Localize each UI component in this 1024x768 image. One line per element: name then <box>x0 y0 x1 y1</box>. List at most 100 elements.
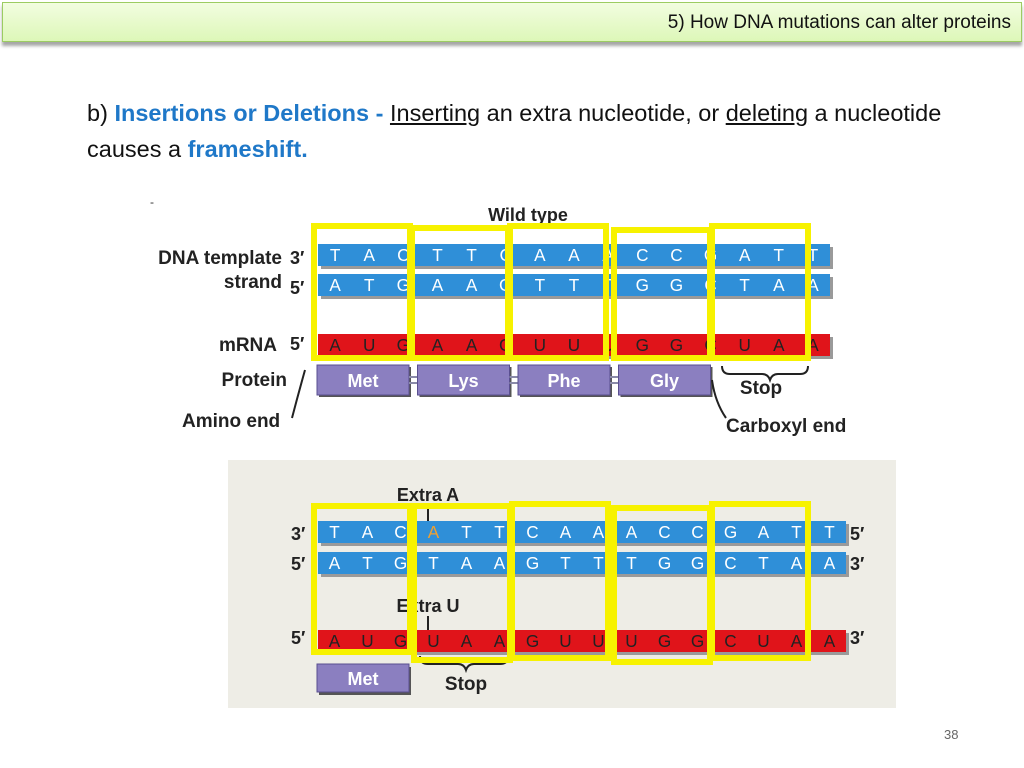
mut-mrna-base: U <box>592 631 604 651</box>
end-label: 3′ <box>290 248 304 268</box>
wt-coding-strand-base: A <box>773 275 785 295</box>
wt-coding-strand-base: T <box>569 275 580 295</box>
wt-mrna-bar <box>318 334 830 356</box>
end-label: 5′ <box>290 278 304 298</box>
codon-box <box>507 223 609 361</box>
mut-mrna-base: C <box>724 631 736 651</box>
header-bar: 5) How DNA mutations can alter proteins <box>2 2 1022 42</box>
amino-acid-label: Phe <box>547 371 580 391</box>
wt-mrna-base: A <box>329 335 341 355</box>
mut-coding-strand-base: C <box>724 553 736 573</box>
mut-coding-strand-base: T <box>758 553 769 573</box>
mut-coding-strand-base: T <box>428 553 439 573</box>
mut-coding-strand-base: T <box>593 553 604 573</box>
mut-mrna-base: A <box>461 631 473 651</box>
mut-mrna-base: U <box>625 631 637 651</box>
end-label: 5′ <box>291 628 305 648</box>
mut-coding-strand-base: G <box>658 553 671 573</box>
heading-text: b) Insertions or Deletions - Inserting a… <box>87 95 967 167</box>
end-label: 5′ <box>290 334 304 354</box>
amino-end-label: Amino end <box>182 411 280 432</box>
mut-mrna-base: U <box>559 631 571 651</box>
mut-coding-strand-base: G <box>691 553 704 573</box>
mut-mrna-base: U <box>361 631 373 651</box>
mut-template-strand-base: A <box>593 522 605 542</box>
codon-box <box>709 223 811 361</box>
mrna-label: mRNA <box>219 335 277 356</box>
mut-coding-strand-base: A <box>494 553 506 573</box>
wt-mrna-base: A <box>773 335 785 355</box>
amino-end-pointer <box>291 369 306 419</box>
wt-template-strand-base: C <box>397 245 409 265</box>
wt-mrna-base: G <box>636 335 649 355</box>
end-label: 3′ <box>850 554 864 574</box>
wt-template-strand-base: T <box>432 245 443 265</box>
mut-mrna-base: G <box>658 631 671 651</box>
mut-mrna-base: A <box>329 631 341 651</box>
mut-mrna-base: U <box>757 631 769 651</box>
wt-mrna-base: G <box>397 335 410 355</box>
mut-coding-strand-base: A <box>791 553 803 573</box>
mut-template-strand-base: A <box>560 522 572 542</box>
heading-text-2: a nucleotide causes a <box>87 100 942 162</box>
mut-template-strand-base: A <box>428 522 440 542</box>
stop-label: Stop <box>445 674 487 695</box>
mut-coding-strand-base: T <box>560 553 571 573</box>
amino-acid-label: Met <box>348 669 379 689</box>
mut-mrna-base: A <box>824 631 836 651</box>
amino-acid-label: Lys <box>448 371 478 391</box>
wt-coding-strand-base: T <box>739 275 750 295</box>
amino-acid-label: Met <box>348 371 379 391</box>
mut-template-strand-base: C <box>526 522 538 542</box>
wild-type-title: Wild type <box>488 205 568 225</box>
wt-mrna-base: U <box>568 335 580 355</box>
end-label: 3′ <box>850 628 864 648</box>
wt-template-strand-base: A <box>534 245 546 265</box>
wt-coding-strand-base: A <box>432 275 444 295</box>
wt-coding-strand-base: G <box>397 275 410 295</box>
page-number: 38 <box>944 727 959 742</box>
stray-dash: - <box>150 195 154 209</box>
protein-box <box>417 364 510 396</box>
mut-coding-strand-base: G <box>394 553 407 573</box>
stop-label: Stop <box>740 378 782 399</box>
wt-coding-strand-bar <box>318 274 830 296</box>
mut-mrna-base: A <box>494 631 506 651</box>
mut-template-strand-base: C <box>394 522 406 542</box>
mut-template-strand-base: T <box>791 522 802 542</box>
wt-template-strand-base: T <box>466 245 477 265</box>
wt-template-strand-base: T <box>774 245 785 265</box>
word-deleting: deleting <box>725 100 809 126</box>
wt-template-strand-base: A <box>568 245 580 265</box>
protein-box <box>316 663 410 693</box>
strand-label: strand <box>224 272 282 293</box>
end-label: 5′ <box>850 524 864 544</box>
mut-template-strand-base: T <box>461 522 472 542</box>
wt-template-strand-base: A <box>739 245 751 265</box>
wt-template-strand-base: T <box>808 245 819 265</box>
wt-coding-strand-base: G <box>636 275 649 295</box>
mut-coding-strand-base: A <box>329 553 341 573</box>
heading-term: Insertions or Deletions - <box>114 100 384 126</box>
mut-template-strand-base: C <box>658 522 670 542</box>
wt-template-strand-bar <box>318 244 830 266</box>
mut-mrna-base: G <box>691 631 704 651</box>
codon-box <box>709 501 811 661</box>
protein-box <box>517 364 611 396</box>
end-label: 3′ <box>291 524 305 544</box>
slide-title: 5) How DNA mutations can alter proteins <box>667 12 1011 33</box>
wt-mrna-base: G <box>670 335 683 355</box>
mut-template-strand-base: T <box>824 522 835 542</box>
mut-coding-strand-base: A <box>461 553 473 573</box>
codon-box <box>509 501 611 661</box>
amino-acid-label: Gly <box>650 371 679 391</box>
protein-box <box>618 364 711 396</box>
heading-text-1: an extra nucleotide, or <box>480 100 726 126</box>
word-inserting: Inserting <box>389 100 481 126</box>
stop-bracket <box>721 365 809 384</box>
wt-coding-strand-base: A <box>329 275 341 295</box>
carboxyl-end-pointer <box>711 379 727 419</box>
wt-coding-strand-base: A <box>466 275 478 295</box>
mut-mrna-base: G <box>526 631 539 651</box>
wt-mrna-base: U <box>738 335 750 355</box>
